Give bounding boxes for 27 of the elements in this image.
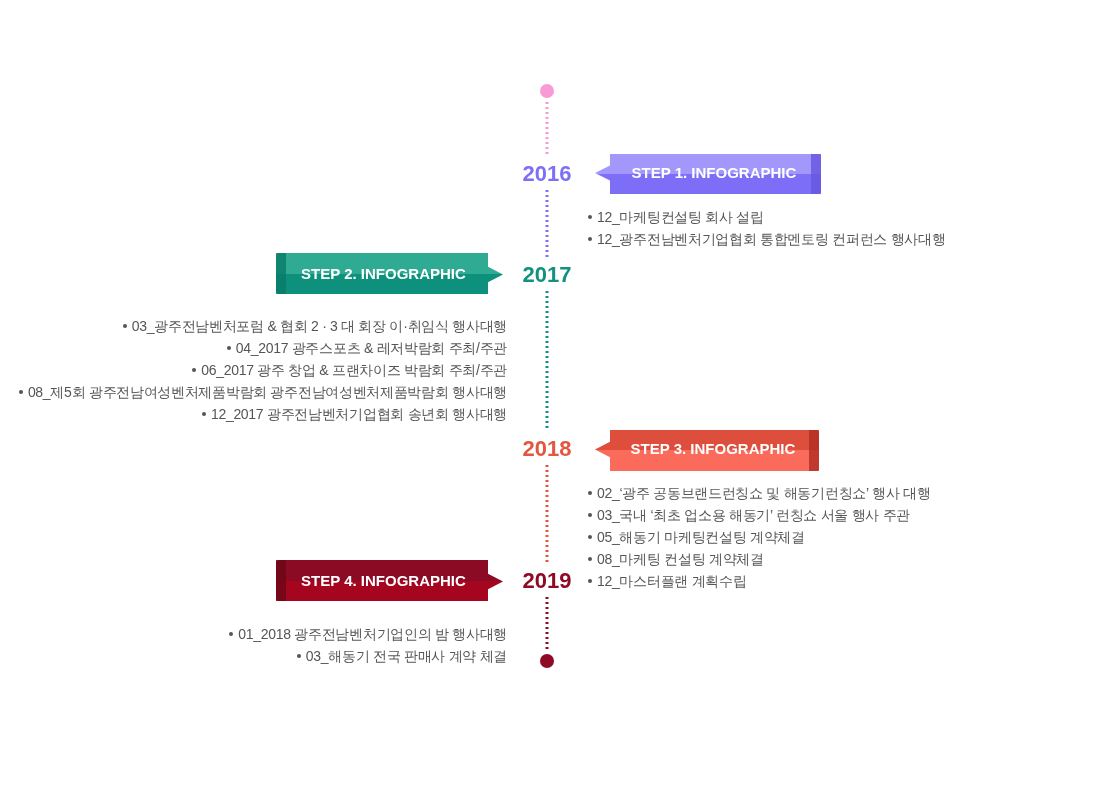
timeline-item: 12_마케팅컨설팅 회사 설립 <box>597 207 764 227</box>
timeline-item: 03_광주전남벤처포럼 & 협회 2 · 3 대 회장 이·취임식 행사대행 <box>131 316 507 336</box>
dotted-line <box>545 190 549 257</box>
dotted-line <box>545 597 549 650</box>
timeline-item: 03_국내 ‘최초 업소용 해동기’ 런칭쇼 서울 행사 주관 <box>597 505 910 525</box>
timeline-item: 12_2017 광주전남벤처기업협회 송년회 행사대행 <box>210 404 507 424</box>
step-banner: STEP 4. INFOGRAPHIC <box>276 560 503 603</box>
dotted-line <box>545 291 549 431</box>
timeline-item: 04_2017 광주스포츠 & 레저박람회 주최/주관 <box>235 338 507 358</box>
timeline-item: 06_2017 광주 창업 & 프랜차이즈 박람회 주최/주관 <box>201 360 507 380</box>
dotted-line <box>545 465 549 563</box>
year-label: 2016 <box>515 160 579 186</box>
timeline-item: 12_광주전남벤처기업협회 통합멘토링 컨퍼런스 행사대행 <box>597 229 946 249</box>
dotted-line <box>545 102 549 156</box>
timeline-item: 03_해동기 전국 판매사 계약 체결 <box>305 646 507 666</box>
year-label: 2019 <box>515 567 579 593</box>
step-banner: STEP 2. INFOGRAPHIC <box>276 253 503 296</box>
timeline-item: 08_마케팅 컨설팅 계약체결 <box>597 549 764 569</box>
timeline-item: 08_제5회 광주전남여성벤처제품박람회 광주전남여성벤처제품박람회 행사대행 <box>27 382 507 402</box>
step-banner: STEP 3. INFOGRAPHIC <box>595 428 819 471</box>
year-label: 2017 <box>515 261 579 287</box>
timeline-item: 02_‘광주 공동브랜드런칭쇼 및 해동기런칭쇼’ 행사 대행 <box>597 483 931 503</box>
year-label: 2018 <box>515 435 579 461</box>
timeline-item: 12_마스터플랜 계획수립 <box>597 571 747 591</box>
timeline-item: 05_해동기 마케팅컨설팅 계약체결 <box>597 527 805 547</box>
timeline-item: 01_2018 광주전남벤처기업인의 밤 행사대행 <box>238 624 507 644</box>
step-banner: STEP 1. INFOGRAPHIC <box>595 152 821 194</box>
